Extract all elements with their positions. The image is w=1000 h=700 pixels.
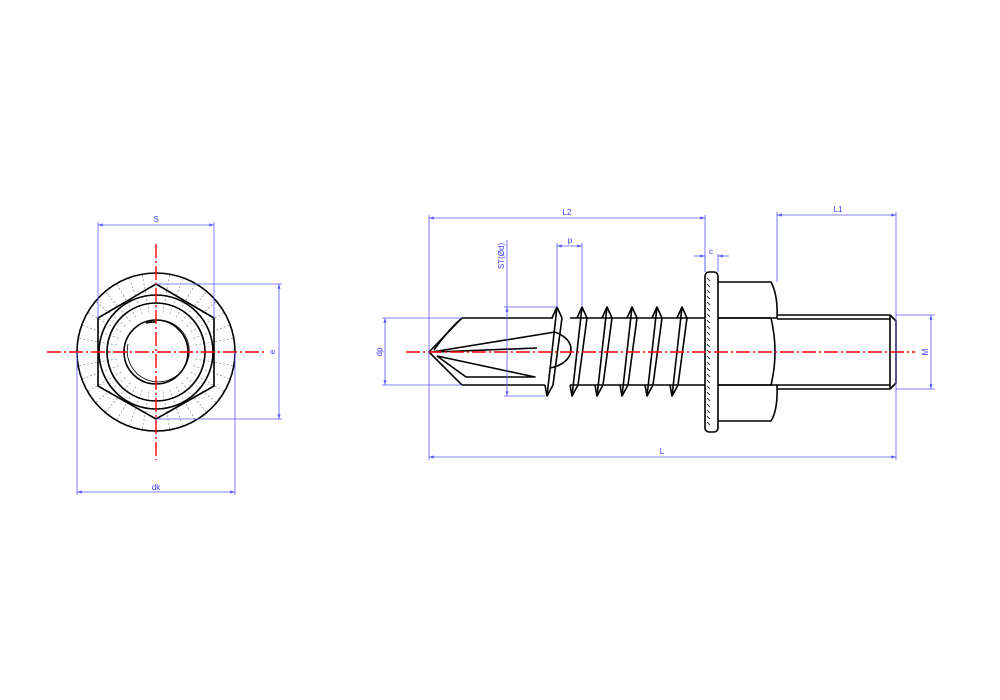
flange-serration: [706, 367, 711, 372]
dimension-st: ST(Ød): [497, 240, 557, 397]
serration-line: [175, 283, 196, 318]
flange-serration: [706, 355, 711, 360]
serration-line: [175, 386, 196, 421]
dimension-dk: dk: [76, 352, 236, 495]
flange-serration: [706, 385, 711, 390]
serration-line: [162, 391, 171, 430]
dimension-l2: L2: [428, 208, 706, 460]
serration-line: [95, 377, 126, 404]
flange-serration: [706, 397, 711, 402]
serration-line: [193, 324, 231, 339]
serration-line: [95, 300, 126, 327]
dim-label-p: p: [568, 236, 573, 245]
flange-serration: [706, 301, 711, 306]
flange-serration: [706, 277, 711, 282]
spiral-arc: [126, 319, 190, 383]
serration-line: [78, 337, 117, 346]
serration-line: [181, 382, 208, 413]
flange-serration: [706, 331, 711, 336]
serration-line: [162, 274, 171, 313]
flange-serration: [706, 307, 711, 312]
dimension-l1: L1: [776, 205, 897, 460]
flange-serration: [706, 361, 711, 366]
thread-crest-bottom: [594, 384, 604, 397]
side-view: L2 L1 L p c ST(Ød) dp M: [375, 205, 935, 460]
serration-line: [104, 382, 131, 413]
flange-serration: [706, 379, 711, 384]
thread-flank: [596, 306, 608, 397]
thread-crest-bottom: [569, 384, 579, 397]
front-view: S e dk: [47, 215, 282, 495]
thread-crest-bottom: [669, 384, 679, 397]
flange-serration: [706, 415, 711, 420]
serration-line: [169, 389, 184, 427]
thread-flank: [552, 317, 563, 386]
thread-crest-bottom: [644, 384, 654, 397]
flange-serration: [706, 313, 711, 318]
flange-serration: [706, 337, 711, 342]
dim-label-s: S: [153, 215, 158, 224]
dim-label-c: c: [709, 247, 713, 256]
flange-serration: [706, 403, 711, 408]
flange-serration: [706, 319, 711, 324]
flange-serration: [706, 421, 711, 426]
flange-serration: [706, 283, 711, 288]
flange-serration: [706, 391, 711, 396]
dim-label-dp: dp: [375, 347, 384, 356]
flange-serration: [706, 373, 711, 378]
dim-label-l: L: [660, 447, 665, 456]
serration-line: [78, 358, 117, 367]
serration-line: [193, 365, 231, 380]
dimension-c: c: [694, 247, 729, 272]
dim-label-dk: dk: [152, 483, 161, 492]
flange-serration: [706, 295, 711, 300]
dimension-e: e: [156, 283, 282, 420]
flange-serration: [706, 343, 711, 348]
flange-serration: [706, 325, 711, 330]
serration-line: [128, 277, 143, 315]
thread-crest-bottom: [619, 384, 629, 397]
serration-line: [186, 377, 217, 404]
serration-line: [81, 365, 119, 380]
serration-line: [190, 312, 225, 333]
dimension-dp: dp: [375, 317, 462, 386]
serration-line: [104, 291, 131, 322]
serration-line: [87, 312, 122, 333]
serration-line: [190, 371, 225, 392]
serration-line: [116, 386, 137, 421]
dim-label-m: M: [921, 348, 930, 355]
thread-crest-bottom: [544, 384, 554, 397]
serration-line: [128, 389, 143, 427]
serration-line: [195, 358, 234, 367]
dim-label-l1: L1: [834, 205, 843, 214]
serration-line: [195, 337, 234, 346]
serration-line: [87, 371, 122, 392]
serration-line: [116, 283, 137, 318]
dimension-l: L: [429, 447, 896, 459]
dimension-m: M: [896, 314, 935, 390]
dimension-p: p: [556, 236, 583, 307]
serration-line: [141, 391, 150, 430]
serration-line: [186, 300, 217, 327]
dimension-s: S: [97, 215, 215, 318]
dim-label-e: e: [268, 349, 277, 354]
flange-serration: [706, 409, 711, 414]
flange-serration: [706, 289, 711, 294]
serration-line: [141, 274, 150, 313]
dim-label-st: ST(Ød): [497, 243, 506, 270]
serration-line: [181, 291, 208, 322]
dim-label-l2: L2: [563, 208, 572, 217]
spiral-start: [145, 321, 157, 324]
serration-line: [81, 324, 119, 339]
